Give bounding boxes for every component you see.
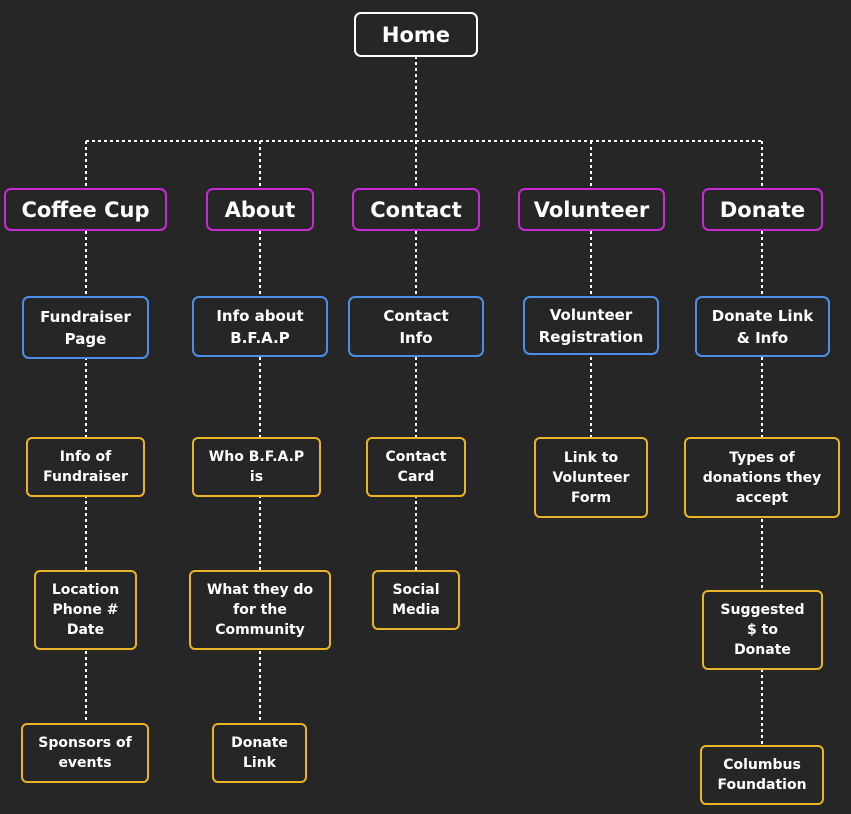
page-contact-info: Contact Info [348, 296, 484, 357]
category-coffee-cup: Coffee Cup [4, 188, 167, 231]
category-donate: Donate [702, 188, 823, 231]
item-sponsors-of-events: Sponsors of events [21, 723, 149, 783]
category-contact: Contact [352, 188, 480, 231]
page-info-about-bfap: Info about B.F.A.P [192, 296, 328, 357]
category-about: About [206, 188, 314, 231]
item-link-to-volunteer-form: Link to Volunteer Form [534, 437, 648, 518]
item-what-they-do: What they do for the Community [189, 570, 331, 650]
home-node: Home [354, 12, 478, 57]
item-contact-card: Contact Card [366, 437, 466, 497]
item-info-of-fundraiser: Info of Fundraiser [26, 437, 145, 497]
category-volunteer: Volunteer [518, 188, 665, 231]
item-types-of-donations: Types of donations they accept [684, 437, 840, 518]
page-fundraiser-page: Fundraiser Page [22, 296, 149, 359]
item-who-bfap-is: Who B.F.A.P is [192, 437, 321, 497]
item-location-phone-date: Location Phone # Date [34, 570, 137, 650]
page-volunteer-registration: Volunteer Registration [523, 296, 659, 355]
item-social-media: Social Media [372, 570, 460, 630]
item-donate-link: Donate Link [212, 723, 307, 783]
item-columbus-foundation: Columbus Foundation [700, 745, 824, 805]
item-suggested-donation: Suggested $ to Donate [702, 590, 823, 670]
page-donate-link-info: Donate Link & Info [695, 296, 830, 357]
